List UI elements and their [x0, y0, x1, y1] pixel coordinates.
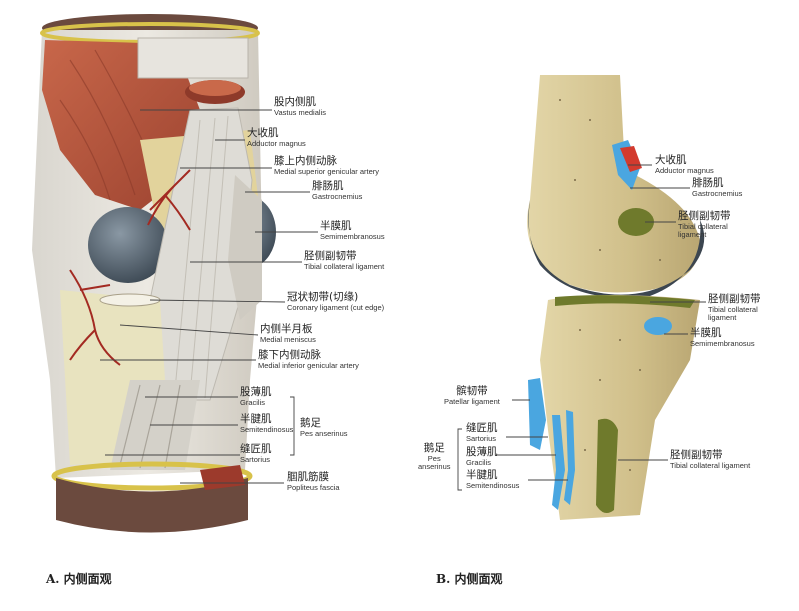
label-semitendinosus-b: 半腱肌 Semitendinosus: [466, 470, 519, 489]
label-en: Medial meniscus: [260, 334, 316, 344]
label-zh: 膝下内侧动脉: [258, 349, 321, 361]
label-zh: 膝上内侧动脉: [274, 155, 337, 167]
label-en-2: anserinus: [418, 462, 451, 471]
patellar-ligament-insertion-b: [528, 378, 546, 450]
label-en: Tibial collateral: [678, 221, 728, 231]
label-zh: 腘肌筋膜: [287, 471, 329, 483]
label-zh: 股薄肌: [240, 386, 272, 398]
panel-a-illustration: [32, 14, 276, 533]
label-en: Tibial collateral: [708, 304, 758, 314]
label-zh: 大收肌: [247, 127, 279, 139]
label-en: Gastrocnemius: [692, 188, 743, 198]
label-en: Tibial collateral ligament: [670, 460, 751, 470]
label-en: Coronary ligament (cut edge): [287, 302, 385, 312]
semimembranosus-insertion-b: [644, 317, 672, 335]
label-semimembranosus-b: 半膜肌 Semimembranosus: [690, 328, 755, 347]
label-en: Gracilis: [466, 457, 492, 467]
label-medial-meniscus: 内侧半月板 Medial meniscus: [260, 324, 316, 343]
label-zh: 半膜肌: [320, 220, 352, 232]
label-en: Pes: [427, 453, 441, 463]
label-tibial-collateral-ligament-b1: 胫侧副韧带 Tibial collateral ligament: [678, 211, 731, 239]
label-sartorius-a: 缝匠肌 Sartorius: [240, 444, 272, 463]
label-en: Patellar ligament: [444, 396, 500, 406]
label-pes-anserinus-b: 鹅足 Pes anserinus: [418, 443, 451, 471]
label-zh: 鹅足: [423, 442, 445, 454]
label-medial-inferior-genicular-artery: 膝下内侧动脉 Medial inferior genicular artery: [258, 350, 359, 369]
label-en: Tibial collateral ligament: [304, 261, 385, 271]
leg-cut-bottom: [56, 478, 248, 533]
label-en: Adductor magnus: [247, 138, 306, 148]
label-gracilis-a: 股薄肌 Gracilis: [240, 387, 272, 406]
label-en-2: ligament: [708, 313, 737, 322]
label-sartorius-b: 缝匠肌 Sartorius: [466, 423, 498, 442]
label-zh: 缝匠肌: [240, 443, 272, 455]
label-en-2: ligament: [678, 230, 707, 239]
label-zh: 鹅足: [300, 417, 321, 429]
label-medial-superior-genicular-artery: 膝上内侧动脉 Medial superior genicular artery: [274, 156, 379, 175]
medial-inferior-genicular-artery: [69, 269, 121, 366]
label-adductor-magnus-a: 大收肌 Adductor magnus: [247, 128, 306, 147]
label-zh: 大收肌: [655, 154, 687, 166]
label-en: Semimembranosus: [690, 338, 755, 348]
label-coronary-ligament: 冠状韧带(切缘) Coronary ligament (cut edge): [287, 292, 384, 311]
label-gracilis-b: 股薄肌 Gracilis: [466, 447, 498, 466]
label-zh: 冠状韧带(切缘): [287, 291, 359, 303]
label-zh: 内侧半月板: [260, 323, 313, 335]
tibial-collateral-ligament-a: [149, 107, 253, 401]
label-zh: 半腱肌: [240, 413, 272, 425]
label-en: Pes anserinus: [300, 428, 348, 438]
label-en: Gastrocnemius: [312, 191, 363, 201]
tcl-insertion-b: [596, 418, 618, 514]
label-zh: 缝匠肌: [466, 422, 498, 434]
medial-femoral-condyle: [88, 207, 168, 283]
label-semitendinosus-a: 半腱肌 Semitendinosus: [240, 414, 293, 433]
label-gastrocnemius-b: 腓肠肌 Gastrocnemius: [692, 178, 742, 197]
label-en: Popliteus fascia: [287, 482, 340, 492]
panel-b-illustration: [527, 75, 705, 520]
caption-panel-b: B. 内侧面观: [436, 572, 503, 586]
label-zh: 半膜肌: [690, 327, 722, 339]
label-patellar-ligament: 髌韧带 Patellar ligament: [444, 386, 500, 405]
leader-lines: [100, 109, 706, 491]
label-zh: 腓肠肌: [312, 180, 344, 192]
label-vastus-medialis: 股内侧肌 Vastus medialis: [274, 97, 326, 116]
label-en: Medial superior genicular artery: [274, 166, 380, 176]
label-zh: 腓肠肌: [692, 177, 724, 189]
label-en: Sartorius: [466, 433, 497, 443]
label-pes-anserinus-a: 鹅足 Pes anserinus: [300, 418, 348, 437]
label-popliteus-fascia: 腘肌筋膜 Popliteus fascia: [287, 472, 340, 491]
label-zh: 股内侧肌: [274, 96, 316, 108]
label-zh: 胫侧副韧带: [304, 250, 357, 262]
femur-b: [527, 75, 701, 293]
adductor-cut-block: [137, 37, 249, 79]
label-zh: 胫侧副韧带: [678, 210, 731, 222]
label-zh: 股薄肌: [466, 446, 498, 458]
label-gastrocnemius-a: 腓肠肌 Gastrocnemius: [312, 181, 362, 200]
label-en: Medial inferior genicular artery: [258, 360, 359, 370]
label-tibial-collateral-ligament-a: 胫侧副韧带 Tibial collateral ligament: [304, 251, 384, 270]
medial-superior-genicular-artery: [147, 169, 191, 231]
label-tibial-collateral-ligament-b3: 胫侧副韧带 Tibial collateral ligament: [670, 450, 750, 469]
tcl-origin-b: [618, 208, 654, 236]
label-zh: 胫侧副韧带: [670, 449, 723, 461]
label-zh: 半腱肌: [466, 469, 498, 481]
label-en: Gracilis: [240, 397, 266, 407]
tibia-b: [540, 295, 700, 520]
label-en: Semitendinosus: [240, 424, 294, 434]
label-zh: 髌韧带: [456, 385, 488, 397]
label-en: Semitendinosus: [466, 480, 520, 490]
label-en: Sartorius: [240, 454, 271, 464]
fat-ring-bottom: [51, 461, 253, 491]
label-en: Semimembranosus: [320, 231, 385, 241]
label-tibial-collateral-ligament-b2: 胫侧副韧带 Tibial collateral ligament: [708, 294, 761, 322]
label-en: Vastus medialis: [274, 107, 326, 117]
label-adductor-magnus-b: 大收肌 Adductor magnus: [655, 155, 714, 174]
pes-anserinus-insertions-b: [552, 415, 565, 510]
caption-panel-a: A. 内侧面观: [46, 572, 112, 586]
label-semimembranosus-a: 半膜肌 Semimembranosus: [320, 221, 385, 240]
label-en: Adductor magnus: [655, 165, 714, 175]
gastrocnemius-a: [228, 175, 262, 320]
label-zh: 胫侧副韧带: [708, 293, 761, 305]
